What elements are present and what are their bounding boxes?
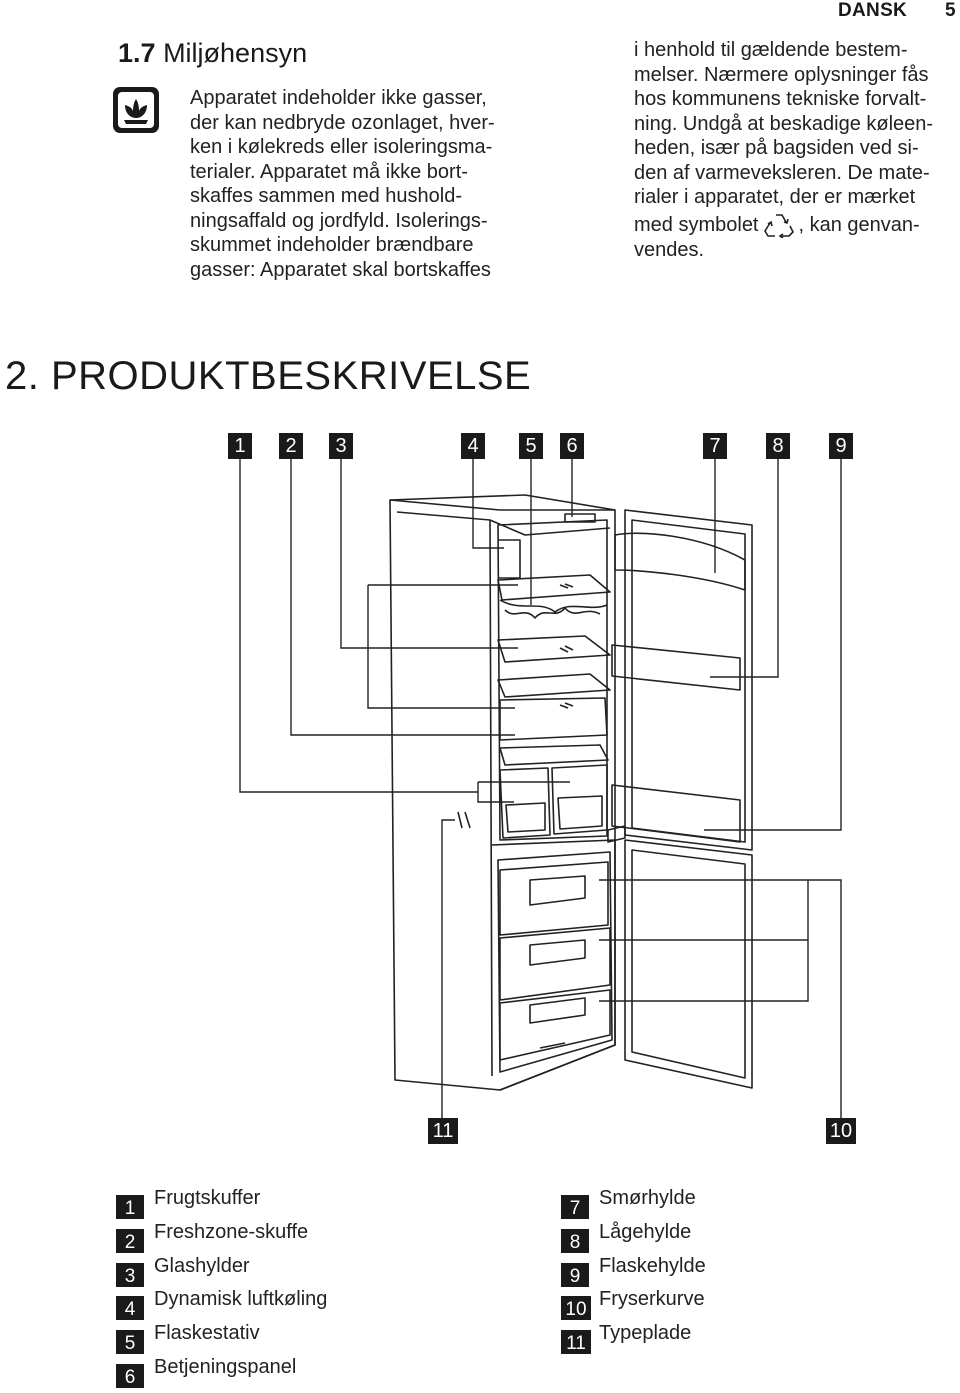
header-page-number: 5 bbox=[945, 0, 956, 21]
symbol-text-before: med symbolet bbox=[634, 213, 759, 236]
text-line: ning. Undgå at beskadige køleen- bbox=[634, 112, 934, 135]
header-language: DANSK bbox=[838, 0, 908, 21]
recycle-icon bbox=[763, 213, 794, 238]
text-line: ningsaffald og jordfyld. Isolerings- bbox=[190, 209, 488, 232]
text-line: rialer i apparatet, der er mærket bbox=[634, 186, 916, 208]
legend-left: 1 Frugtskuffer 2 Freshzone-skuffe 3 Glas… bbox=[116, 1187, 416, 1393]
legend-number: 6 bbox=[116, 1364, 144, 1388]
text-line: melser. Nærmere oplysninger fås bbox=[634, 63, 929, 86]
fridge-door bbox=[624, 509, 753, 851]
text-line: skummet indeholder brændbare bbox=[190, 234, 474, 256]
wine-rack bbox=[499, 599, 608, 613]
text-line: heden, især på bagsiden ved si- bbox=[634, 137, 919, 159]
text-line: vendes. bbox=[634, 238, 705, 261]
text-line: skaffes sammen med hushold- bbox=[190, 185, 462, 207]
callout-8: 8 bbox=[766, 433, 790, 459]
freezer-drawer bbox=[499, 989, 611, 1061]
legend-number: 3 bbox=[116, 1263, 144, 1287]
callout-7: 7 bbox=[703, 433, 727, 459]
legend-label: Flaskehylde bbox=[599, 1255, 706, 1277]
control-panel bbox=[564, 513, 596, 523]
legend-number: 1 bbox=[116, 1195, 144, 1219]
legend-label: Betjeningspanel bbox=[154, 1356, 297, 1378]
callout-10: 10 bbox=[826, 1118, 856, 1144]
text-line: den af varmeveksleren. De mate- bbox=[634, 161, 930, 184]
glass-shelf bbox=[497, 574, 611, 601]
freezer-drawer bbox=[499, 927, 611, 1001]
legend-label: Dynamisk luftkøling bbox=[154, 1288, 328, 1310]
freezer-drawer bbox=[499, 861, 609, 936]
freshzone-drawer bbox=[499, 697, 608, 741]
legend-number: 4 bbox=[116, 1296, 144, 1320]
callout-5: 5 bbox=[519, 433, 543, 459]
callout-9: 9 bbox=[829, 433, 853, 459]
miljo-text-left: Apparatet indeholder ikke gasser, der ka… bbox=[190, 86, 535, 282]
type-plate bbox=[457, 811, 471, 829]
callout-4: 4 bbox=[461, 433, 485, 459]
legend-label: Frugtskuffer bbox=[154, 1187, 261, 1209]
callout-3: 3 bbox=[329, 433, 353, 459]
fruit-drawer bbox=[499, 767, 551, 839]
legend-number: 9 bbox=[561, 1263, 589, 1287]
air-cooling-duct bbox=[498, 539, 521, 579]
text-line: Apparatet indeholder ikke gasser, bbox=[190, 87, 487, 109]
callout-11: 11 bbox=[428, 1118, 458, 1144]
legend-number: 11 bbox=[561, 1330, 591, 1354]
miljo-text-right: i henhold til gældende bestem- melser. N… bbox=[634, 38, 960, 262]
text-line: der kan nedbryde ozonlaget, hver- bbox=[190, 111, 495, 134]
legend-number: 7 bbox=[561, 1195, 589, 1219]
eco-flower-icon bbox=[113, 87, 159, 133]
legend-label: Lågehylde bbox=[599, 1221, 692, 1243]
legend-label: Glashylder bbox=[154, 1255, 250, 1277]
bottle-shelf bbox=[611, 784, 741, 843]
legend-number: 2 bbox=[116, 1229, 144, 1253]
text-line: i henhold til gældende bestem- bbox=[634, 39, 908, 61]
legend-label: Fryserkurve bbox=[599, 1288, 705, 1310]
door-shelf bbox=[611, 644, 741, 691]
symbol-text-after: , kan genvan- bbox=[798, 213, 920, 236]
callout-2: 2 bbox=[279, 433, 303, 459]
legend-label: Flaskestativ bbox=[154, 1322, 260, 1344]
text-line-with-symbol: med symbolet , kan genvan- bbox=[634, 212, 960, 238]
legend-label: Typeplade bbox=[599, 1322, 692, 1344]
glass-shelf bbox=[497, 635, 611, 663]
legend-number: 5 bbox=[116, 1330, 144, 1354]
section-1-7-title: 1.7 Miljøhensyn bbox=[118, 38, 307, 69]
freezer-door bbox=[624, 839, 753, 1089]
legend-label: Freshzone-skuffe bbox=[154, 1221, 309, 1243]
text-line: hos kommunens tekniske forvalt- bbox=[634, 88, 927, 110]
callout-6: 6 bbox=[560, 433, 584, 459]
butter-shelf bbox=[614, 532, 746, 591]
legend-right: 7 Smørhylde 8 Lågehylde 9 Flaskehylde 10… bbox=[561, 1187, 861, 1363]
text-line: terialer. Apparatet må ikke bort- bbox=[190, 160, 468, 183]
text-line: ken i kølekreds eller isoleringsma- bbox=[190, 136, 493, 158]
legend-label: Smørhylde bbox=[599, 1187, 696, 1209]
legend-number: 10 bbox=[561, 1296, 591, 1320]
section-2-title: 2. PRODUKTBESKRIVELSE bbox=[5, 354, 532, 398]
glass-shelf bbox=[497, 673, 611, 698]
callout-1: 1 bbox=[228, 433, 252, 459]
section-number: 1.7 bbox=[118, 38, 156, 68]
section-title-text: Miljøhensyn bbox=[163, 38, 308, 68]
text-line: gasser: Apparatet skal bortskaffes bbox=[190, 258, 491, 281]
fruit-drawer bbox=[551, 764, 608, 835]
legend-number: 8 bbox=[561, 1229, 589, 1253]
